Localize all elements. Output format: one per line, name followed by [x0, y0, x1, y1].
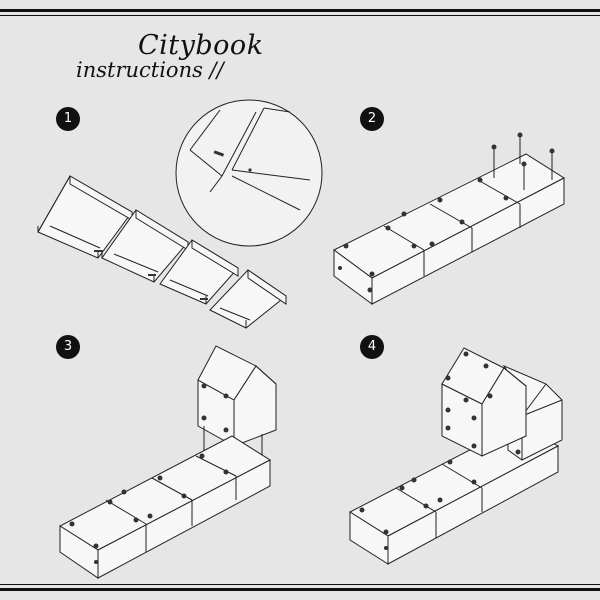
page-subtitle: instructions // [76, 58, 224, 82]
step-2-row [333, 132, 566, 305]
open-box-b [101, 209, 189, 283]
step-2-dots [338, 177, 509, 293]
step-3-badge: 3 [56, 335, 80, 359]
bottom-border-thick [0, 588, 600, 591]
open-box-d [209, 269, 287, 329]
step-4-badge: 4 [360, 335, 384, 359]
step-3-assembly [58, 345, 277, 579]
step-2-badge: 2 [360, 107, 384, 131]
page-title: Citybook [138, 30, 264, 61]
detail-magnifier [175, 99, 323, 247]
step-2-pegs [491, 132, 555, 190]
top-border-thick [0, 9, 600, 12]
bottom-border-thin [0, 584, 600, 585]
step-1-badge: 1 [56, 107, 80, 131]
open-box-c [159, 239, 239, 305]
step-1-boxes [37, 175, 287, 329]
top-border-thin [0, 15, 600, 16]
step-4-assembly [348, 347, 563, 565]
